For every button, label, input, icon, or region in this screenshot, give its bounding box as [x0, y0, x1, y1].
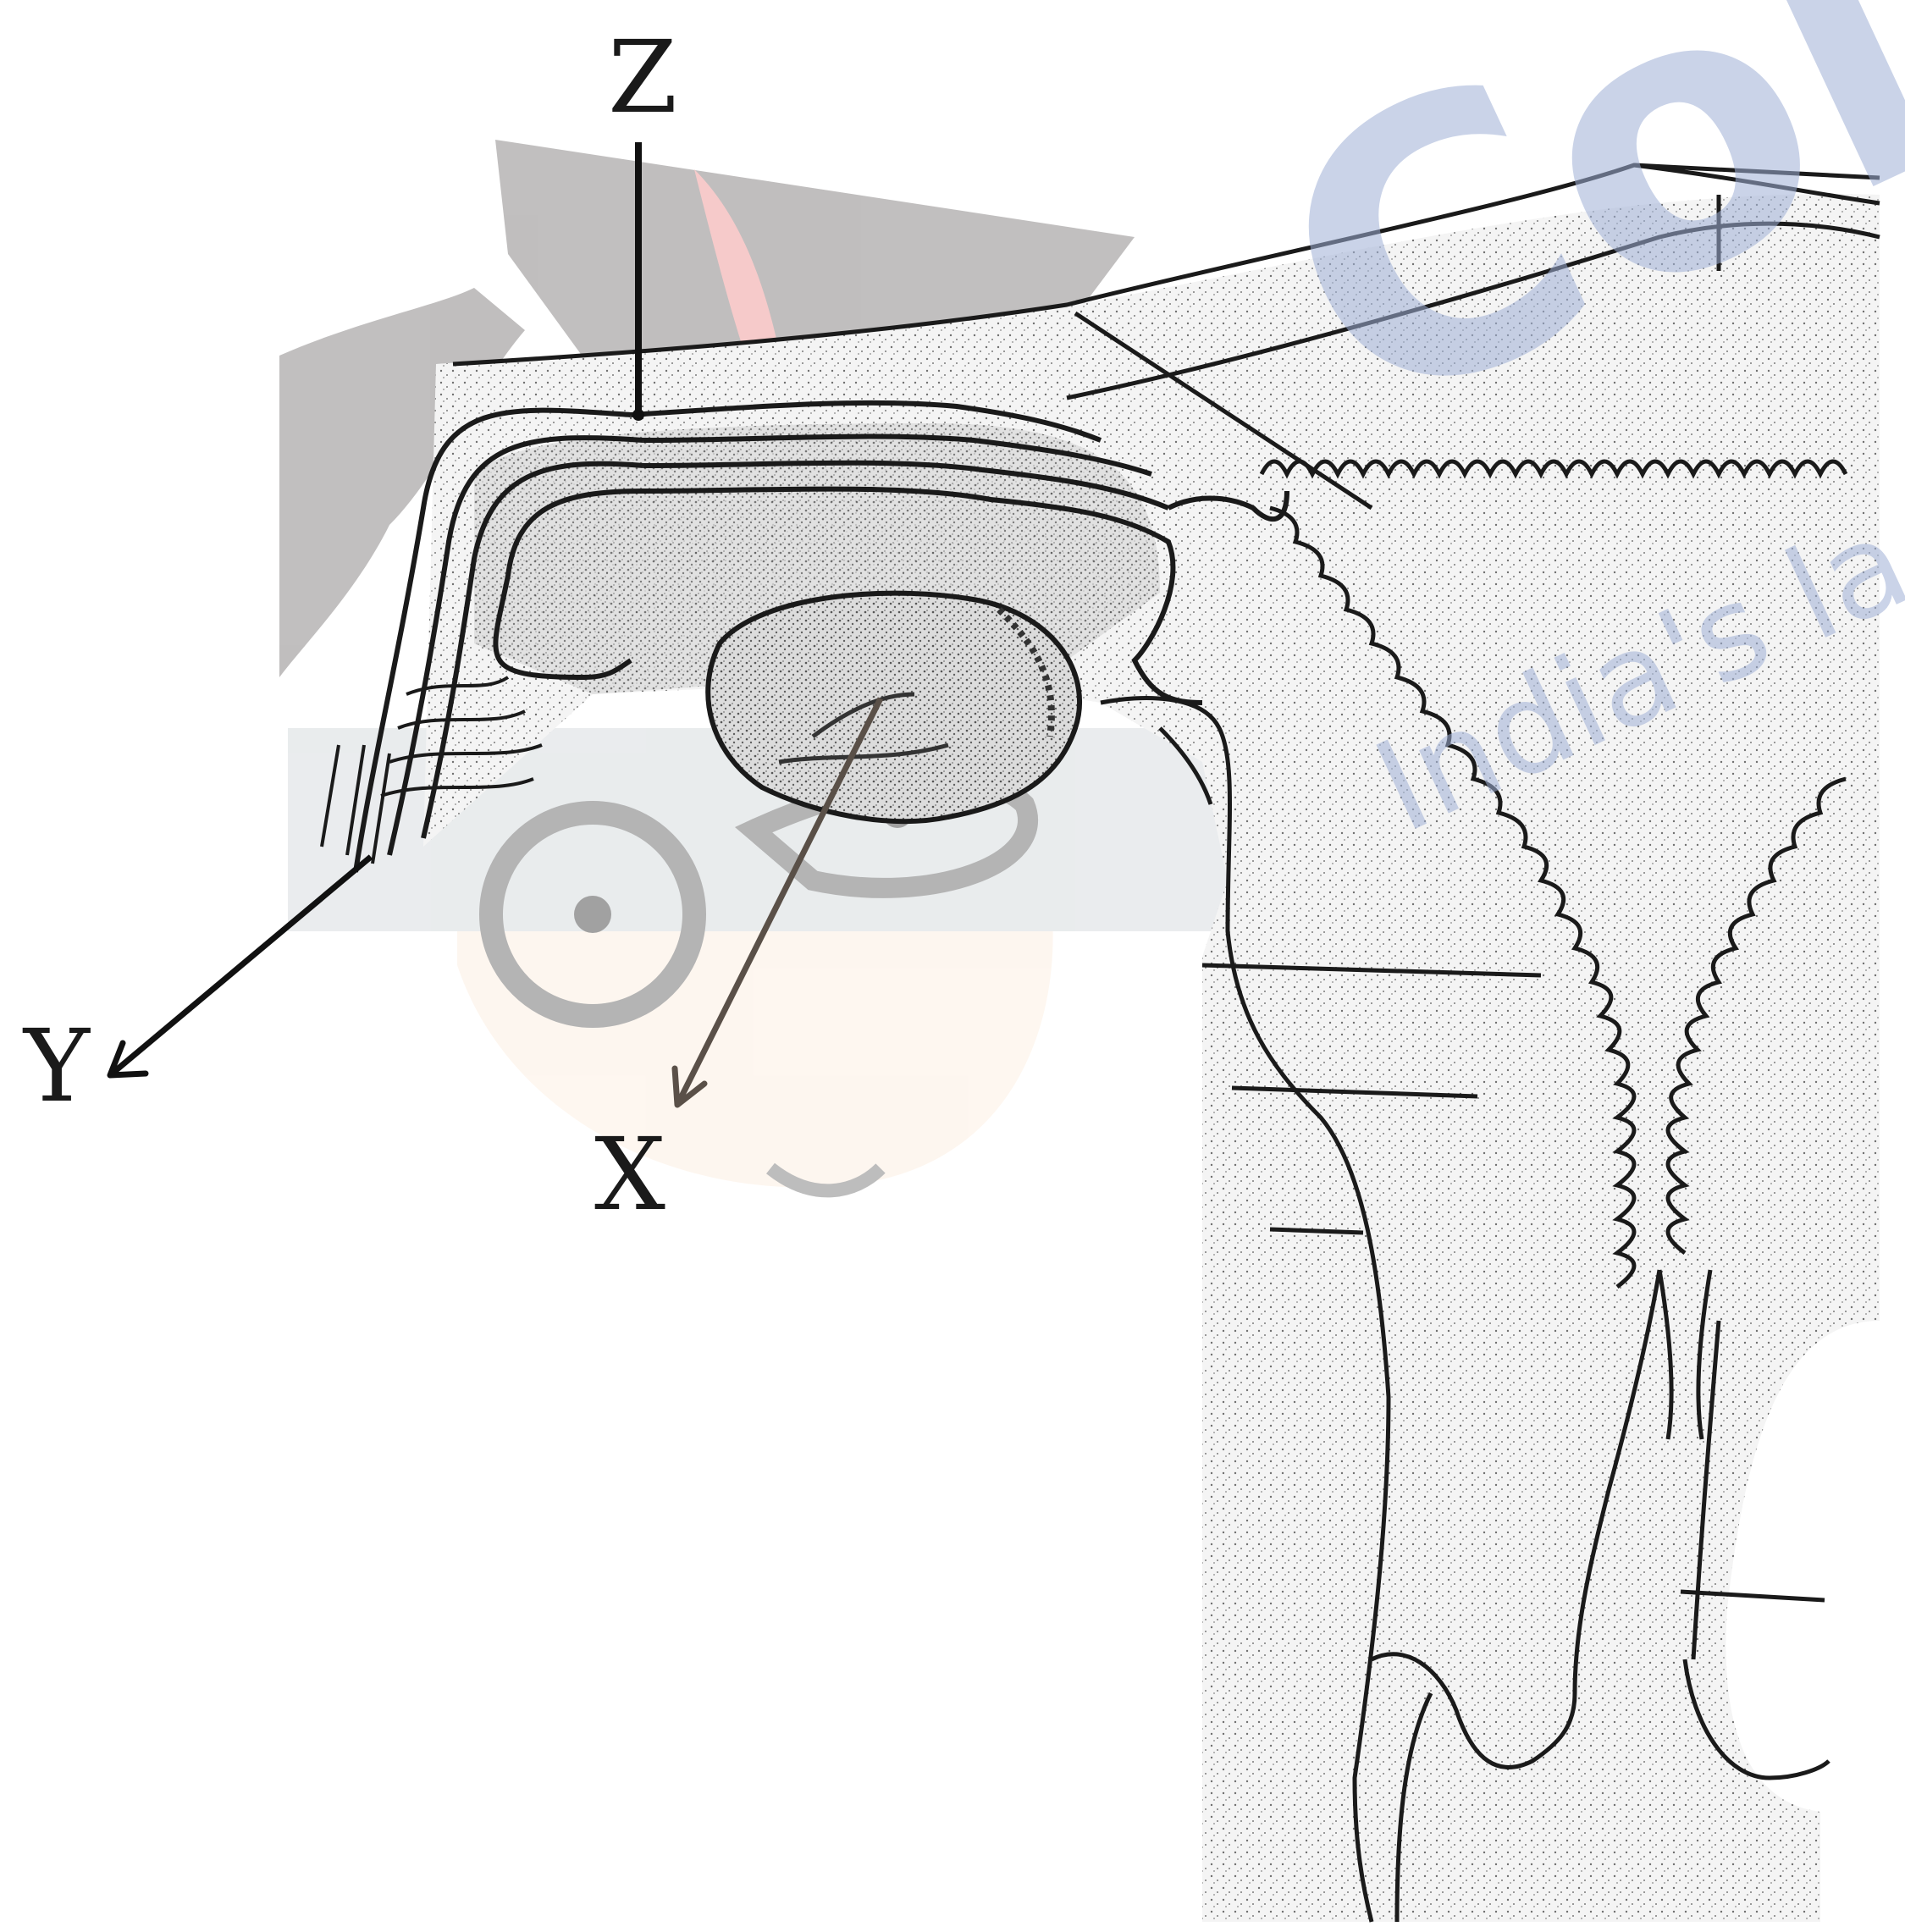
label-y: Y — [24, 1016, 90, 1116]
convoluted-structure — [708, 593, 1080, 821]
z-pointer-dot — [632, 409, 644, 421]
y-arrow-line — [110, 857, 371, 1075]
mascot-face-shape — [457, 889, 1053, 1188]
label-x: X — [594, 1124, 665, 1224]
label-z: Z — [608, 27, 677, 127]
convoluted-body — [708, 593, 1080, 821]
mascot-eye-left — [574, 896, 611, 933]
